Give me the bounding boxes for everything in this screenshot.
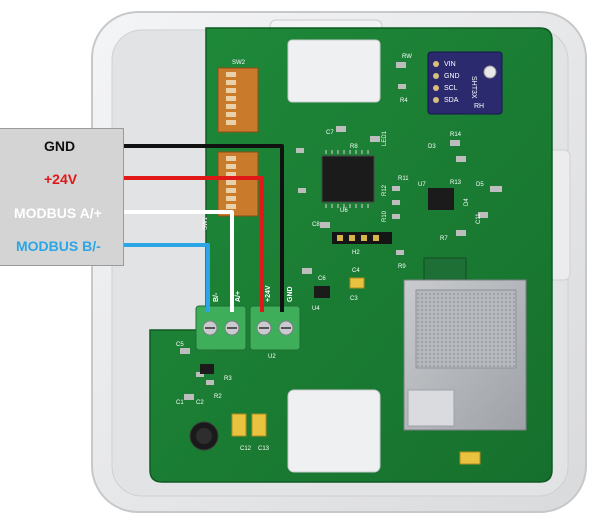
- modbus-a-wire: [124, 210, 234, 312]
- silk-r11: R11: [398, 176, 409, 182]
- silk-r4: R4: [400, 98, 408, 104]
- silk-c13: C13: [258, 446, 270, 452]
- silk-c6: C6: [318, 276, 326, 282]
- silk-c12: C12: [240, 446, 252, 452]
- silk-c7: C7: [326, 130, 334, 136]
- silk-c1: C1: [176, 400, 184, 406]
- tantalum-capacitors: [231, 277, 481, 465]
- silk-r3: R3: [224, 376, 232, 382]
- silk-led1: LED1: [382, 130, 388, 146]
- regulator-u4: [314, 286, 330, 298]
- silk-r10: R10: [382, 210, 388, 222]
- dip-switch-sw2[interactable]: [217, 67, 259, 133]
- modbus-b-wire: [124, 243, 210, 312]
- dip-switch-sw1[interactable]: [217, 151, 259, 217]
- silk-h2: H2: [352, 250, 360, 256]
- silk-r2: R2: [214, 394, 222, 400]
- silk-c4: C4: [352, 268, 360, 274]
- silk-c3: C3: [350, 296, 358, 302]
- pin-header-h2: [332, 232, 392, 244]
- legend-gnd: GND: [44, 138, 76, 154]
- sensor-pin-vin: VIN: [444, 61, 456, 68]
- silk-rw: RW: [402, 54, 412, 60]
- legend-modbus-b: MODBUS B/-: [16, 238, 101, 254]
- screw-terminal-modbus[interactable]: [195, 305, 247, 351]
- silk-r8: R8: [350, 144, 358, 150]
- silk-u7: U7: [418, 182, 426, 188]
- chip-u2: [200, 364, 214, 374]
- terminal-label-gnd: GND: [287, 286, 294, 302]
- sensor-module: [427, 51, 503, 115]
- screw-terminal-power[interactable]: [249, 305, 301, 351]
- silk-r7: R7: [440, 236, 448, 242]
- metal-sensor-module: [403, 257, 527, 431]
- silk-c11: C11: [476, 213, 482, 224]
- silk-d3: D3: [428, 144, 436, 150]
- legend-modbus-a: MODBUS A/+: [14, 205, 102, 221]
- electrolytic-capacitor: [189, 421, 219, 451]
- silk-r12: R12: [382, 184, 388, 196]
- sensor-rh-label: RH: [474, 103, 484, 110]
- sensor-pin-sda: SDA: [444, 97, 459, 104]
- terminal-label-24v: +24V: [265, 285, 272, 302]
- sensor-pin-gnd: GND: [444, 73, 460, 80]
- silk-d4: D4: [464, 198, 470, 206]
- terminal-label-a: A/+: [235, 291, 242, 302]
- silk-sw2: SW2: [232, 60, 246, 66]
- silk-r9: R9: [398, 264, 406, 270]
- wiring-legend: [0, 128, 124, 266]
- silk-c2: C2: [196, 400, 204, 406]
- sensor-header-label: SHT3X: [470, 76, 477, 99]
- silk-d5: D5: [476, 182, 484, 188]
- silk-c8: C8: [312, 222, 320, 228]
- legend-24v: +24V: [44, 171, 78, 187]
- v24-wire: [124, 176, 264, 312]
- silk-c5: C5: [176, 342, 184, 348]
- silk-u2: U2: [268, 354, 276, 360]
- ic-u7: [428, 188, 454, 210]
- silk-u6: U6: [340, 208, 348, 214]
- silk-r13: R13: [450, 180, 462, 186]
- sensor-pin-scl: SCL: [444, 85, 458, 92]
- gnd-wire: [124, 144, 284, 312]
- silk-sw1: SW1: [203, 216, 209, 230]
- silk-r14: R14: [450, 132, 462, 138]
- silk-u4: U4: [312, 306, 320, 312]
- terminal-label-b: B/-: [213, 292, 220, 302]
- smd-components: [180, 62, 502, 400]
- microcontroller-chip: [321, 150, 375, 208]
